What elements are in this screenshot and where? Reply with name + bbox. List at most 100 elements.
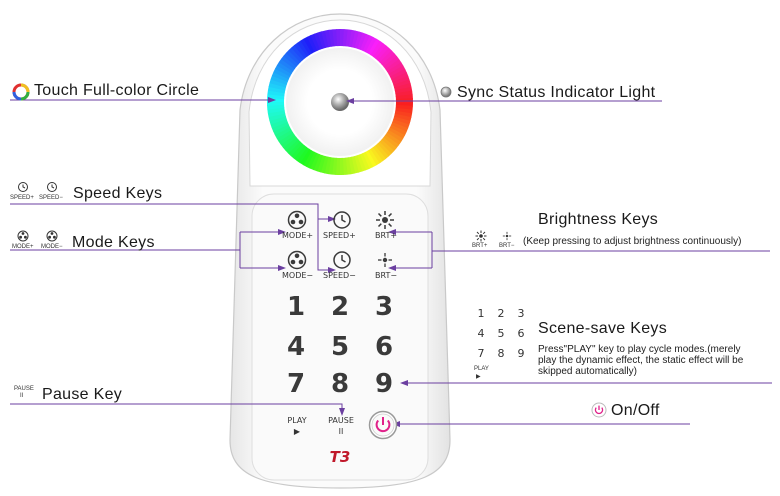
- legend-scene-6: 6: [517, 327, 525, 340]
- color-ring-segment: [370, 40, 384, 58]
- color-ring-segment: [394, 110, 413, 118]
- color-ring-segment: [285, 49, 301, 65]
- digit-key-3[interactable]: 3: [374, 292, 394, 322]
- color-ring-segment: [391, 72, 409, 83]
- color-ring-segment: [331, 157, 338, 175]
- color-ring-segment: [377, 47, 393, 63]
- digit-key-9[interactable]: 9: [374, 369, 394, 399]
- digit-key-8[interactable]: 8: [330, 369, 350, 399]
- color-ring-segment: [283, 52, 299, 67]
- color-ring-segment: [345, 29, 353, 47]
- color-ring-segment: [316, 155, 326, 173]
- color-ring-icon: [12, 83, 30, 101]
- mode-plus-key[interactable]: MODE+: [282, 231, 314, 240]
- callout-speed-keys: Speed Keys: [73, 185, 163, 202]
- speed-plus-key[interactable]: SPEED+: [323, 231, 356, 240]
- color-ring-segment: [270, 118, 288, 129]
- color-ring-segment: [273, 124, 291, 136]
- legend-mode-minus: MODE−: [41, 244, 63, 250]
- callout-sync-light: Sync Status Indicator Light: [457, 84, 656, 101]
- brightness-plus-icon: [475, 230, 487, 242]
- color-ring-segment: [293, 145, 308, 162]
- color-ring-segment: [362, 35, 374, 53]
- color-ring-segment: [388, 65, 406, 78]
- legend-scene-5: 5: [497, 327, 505, 340]
- color-ring-segment: [392, 75, 410, 86]
- speed-plus-key-icon[interactable]: [332, 210, 352, 230]
- digit-key-4[interactable]: 4: [286, 332, 306, 362]
- color-ring-segment: [395, 94, 413, 100]
- legend-pause-glyph: II: [20, 393, 24, 399]
- color-ring-segment: [390, 122, 409, 133]
- color-ring-segment: [274, 64, 292, 77]
- color-ring-segment: [348, 156, 356, 175]
- digit-key-5[interactable]: 5: [330, 332, 350, 362]
- color-ring-segment: [356, 154, 367, 172]
- color-ring-segment: [280, 134, 297, 148]
- color-ring-segment: [351, 156, 359, 174]
- color-ring-segment: [336, 29, 341, 47]
- speed-plus-icon: [18, 182, 28, 192]
- color-ring-segment: [278, 58, 296, 72]
- pause-key[interactable]: PAUSE: [328, 416, 354, 425]
- color-ring-segment: [267, 93, 285, 100]
- color-ring-segment: [296, 146, 310, 164]
- brightness-minus-key-icon[interactable]: [377, 252, 393, 268]
- color-ring-segment: [383, 134, 400, 149]
- color-ring-segment: [321, 30, 329, 48]
- callout-scene-note-3: skipped automatically): [538, 366, 637, 377]
- color-ring-segment: [395, 104, 413, 111]
- play-key[interactable]: PLAY: [287, 416, 307, 425]
- mode-plus-icon: [17, 230, 29, 242]
- power-button[interactable]: [368, 410, 398, 440]
- sync-led-icon: [440, 86, 452, 98]
- mode-plus-key-icon[interactable]: [287, 210, 307, 230]
- color-ring-segment: [384, 132, 402, 146]
- legend-play: PLAY: [474, 366, 489, 372]
- color-ring-segment: [310, 33, 321, 51]
- color-ring-segment: [375, 45, 390, 61]
- digit-key-2[interactable]: 2: [330, 292, 350, 322]
- color-ring-segment: [372, 42, 387, 59]
- power-icon: [591, 402, 607, 418]
- color-ring-segment: [367, 148, 380, 166]
- play-key-glyph: ▶: [293, 427, 301, 436]
- brightness-minus-key[interactable]: BRT−: [375, 271, 398, 280]
- color-wheel-ring: [267, 29, 413, 175]
- digit-key-1[interactable]: 1: [286, 292, 306, 322]
- callout-pause-key: Pause Key: [42, 386, 123, 403]
- legend-scene-4: 4: [477, 327, 485, 340]
- brightness-plus-key[interactable]: BRT+: [375, 231, 398, 240]
- color-ring-segment: [389, 68, 407, 80]
- legend-scene-8: 8: [497, 347, 505, 360]
- legend-brt-minus: BRT−: [499, 243, 515, 249]
- color-ring-segment: [302, 150, 315, 168]
- color-ring-segment: [359, 153, 370, 171]
- color-ring-segment: [342, 157, 348, 175]
- digit-key-6[interactable]: 6: [374, 332, 394, 362]
- color-ring-segment: [294, 42, 308, 59]
- color-ring-segment: [354, 31, 364, 49]
- callout-on-off: On/Off: [611, 402, 660, 419]
- legend-speed-minus: SPEED−: [39, 195, 63, 201]
- color-ring-segment: [320, 155, 329, 174]
- digit-key-7[interactable]: 7: [286, 369, 306, 399]
- brightness-plus-key-icon[interactable]: [375, 210, 395, 230]
- color-ring-segment: [269, 115, 287, 125]
- mode-minus-key[interactable]: MODE−: [282, 271, 314, 280]
- color-ring-segment: [276, 61, 294, 74]
- speed-minus-key[interactable]: SPEED−: [323, 271, 356, 280]
- color-ring-segment: [270, 75, 288, 85]
- color-ring-segment: [393, 79, 411, 89]
- color-ring-segment: [386, 62, 404, 75]
- color-ring-segment: [370, 147, 383, 164]
- mode-minus-key-icon[interactable]: [287, 250, 307, 270]
- sync-led: [331, 93, 349, 111]
- speed-minus-icon: [47, 182, 57, 192]
- color-ring-segment: [268, 82, 287, 91]
- color-ring-segment: [388, 127, 406, 140]
- speed-minus-key-icon[interactable]: [332, 250, 352, 270]
- color-ring-segment: [267, 104, 285, 110]
- color-ring-segment: [278, 132, 295, 145]
- color-ring-segment: [297, 40, 310, 57]
